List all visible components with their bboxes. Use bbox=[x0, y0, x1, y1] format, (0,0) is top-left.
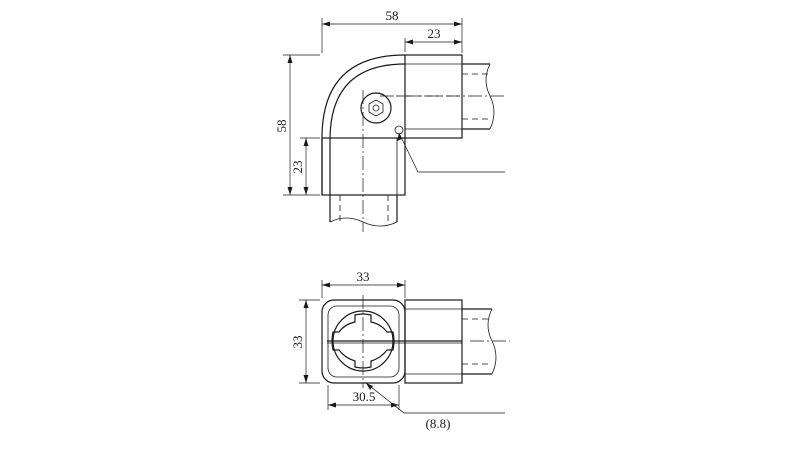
dim-label-bv-height: 33 bbox=[290, 336, 305, 349]
leader-line-depth bbox=[365, 382, 505, 414]
right-tube-top-break bbox=[487, 308, 497, 375]
dim-label-depth-ref: (8.8) bbox=[426, 416, 451, 431]
dim-label-bv-width: 33 bbox=[357, 269, 370, 284]
bottom-sleeve bbox=[321, 137, 406, 196]
right-tube-top-hidden bbox=[462, 318, 492, 365]
right-sleeve bbox=[404, 54, 463, 139]
bottom-view-elbow: 33 33 30.5 (8.8) bbox=[290, 269, 510, 431]
screw-head bbox=[360, 92, 392, 124]
right-sleeve-top bbox=[404, 299, 463, 384]
right-tube-top bbox=[462, 308, 492, 375]
screw-center bbox=[372, 104, 380, 112]
elbow-outer-profile bbox=[321, 54, 406, 195]
dim-label-tube-width: 23 bbox=[428, 26, 441, 41]
bottom-tube-hidden bbox=[339, 195, 389, 222]
side-view-elbow: 58 23 58 23 bbox=[274, 8, 505, 232]
tube-profile-slotted bbox=[331, 313, 395, 369]
dim-label-inner-width: 30.5 bbox=[353, 389, 376, 404]
elbow-body-lower-left bbox=[329, 63, 406, 195]
hex-socket-icon bbox=[368, 99, 384, 117]
dim-label-overall-width: 58 bbox=[386, 8, 399, 23]
dim-label-tube-height: 23 bbox=[290, 161, 305, 174]
corner-pin bbox=[394, 125, 404, 135]
dim-label-overall-height: 58 bbox=[274, 120, 289, 133]
leader-line bbox=[398, 132, 505, 173]
leader-arrow bbox=[397, 133, 402, 141]
right-tube-hidden bbox=[462, 73, 490, 120]
bottom-tube bbox=[329, 195, 398, 222]
leader-arrow-depth bbox=[366, 383, 373, 390]
right-tube bbox=[462, 63, 490, 130]
